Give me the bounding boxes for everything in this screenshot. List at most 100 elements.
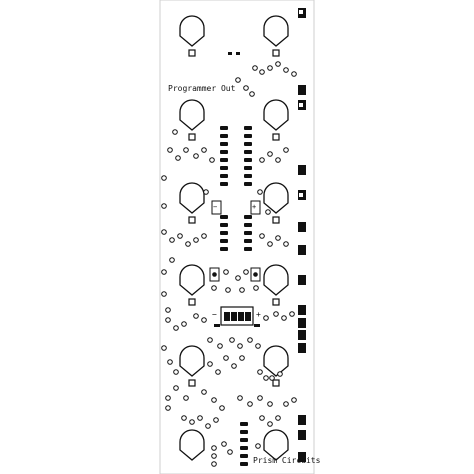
via — [211, 445, 217, 451]
jack-pad — [299, 10, 303, 14]
via — [201, 147, 207, 153]
via — [267, 65, 273, 71]
via — [167, 147, 173, 153]
via — [201, 389, 207, 395]
ic-pad — [244, 182, 252, 186]
via — [193, 237, 199, 243]
via — [169, 257, 175, 263]
via — [275, 415, 281, 421]
via — [259, 157, 265, 163]
via — [161, 291, 167, 297]
via — [209, 157, 215, 163]
ic-pad — [220, 239, 228, 243]
wiper-pad — [188, 133, 196, 141]
via — [165, 395, 171, 401]
via — [225, 287, 231, 293]
knob-footprint — [179, 182, 205, 214]
via — [193, 153, 199, 159]
led-dot — [212, 272, 217, 277]
via — [207, 361, 213, 367]
jack-pad — [299, 193, 303, 197]
via — [283, 67, 289, 73]
ic-pad — [240, 454, 248, 458]
via — [237, 395, 243, 401]
via — [247, 337, 253, 343]
via — [175, 155, 181, 161]
via — [277, 371, 283, 377]
ic-pad — [220, 158, 228, 162]
via — [217, 343, 223, 349]
via — [211, 453, 217, 459]
via — [165, 307, 171, 313]
via — [273, 311, 279, 317]
ic-pad — [220, 142, 228, 146]
knob-footprint — [179, 345, 205, 377]
via — [173, 385, 179, 391]
knob-footprints-left — [179, 15, 205, 461]
via — [165, 405, 171, 411]
led-marks — [212, 272, 258, 277]
via — [227, 449, 233, 455]
ic-pad — [244, 215, 252, 219]
via — [173, 325, 179, 331]
ic-pad — [244, 150, 252, 154]
via — [243, 85, 249, 91]
via — [275, 157, 281, 163]
knob-footprint — [263, 99, 289, 131]
knob-footprint — [179, 99, 205, 131]
jack-pad — [298, 343, 306, 353]
via — [205, 423, 211, 429]
knob-footprint — [263, 264, 289, 296]
knob-footprint — [179, 429, 205, 461]
jack-pad — [298, 415, 306, 425]
via — [275, 235, 281, 241]
via — [167, 359, 173, 365]
ic-pad — [240, 446, 248, 450]
via — [185, 241, 191, 247]
via — [197, 415, 203, 421]
panel-outline — [159, 0, 315, 474]
via — [259, 69, 265, 75]
via — [219, 405, 225, 411]
via — [265, 209, 271, 215]
via — [255, 443, 261, 449]
via — [183, 147, 189, 153]
ic-pad — [220, 174, 228, 178]
via — [252, 65, 258, 71]
ic-pad — [244, 239, 252, 243]
wiper-pad — [272, 379, 280, 387]
via — [257, 369, 263, 375]
via — [221, 441, 227, 447]
smd-pad — [236, 52, 240, 55]
via — [239, 287, 245, 293]
via — [267, 241, 273, 247]
ic-pad — [220, 126, 228, 130]
wiper-pad — [188, 216, 196, 224]
knob-footprint — [263, 15, 289, 47]
via — [229, 337, 235, 343]
via — [237, 343, 243, 349]
ic-pad — [244, 247, 252, 251]
via — [259, 415, 265, 421]
via — [207, 337, 213, 343]
ic-pad — [244, 166, 252, 170]
via-holes — [161, 61, 297, 467]
via — [161, 175, 167, 181]
via — [173, 369, 179, 375]
jack-pad — [298, 222, 306, 232]
via — [263, 375, 269, 381]
knob-footprints-right — [263, 15, 289, 461]
via — [257, 395, 263, 401]
via — [189, 419, 195, 425]
jack-pad — [298, 275, 306, 285]
led-dot — [253, 272, 258, 277]
ic-pad — [220, 182, 228, 186]
header-pin — [238, 312, 244, 321]
ic-pad — [220, 215, 228, 219]
via — [291, 397, 297, 403]
panel-label-bottom: Prism Circuits — [253, 456, 321, 465]
wiper-pad — [272, 49, 280, 57]
led-plus-mark: + — [252, 203, 257, 211]
via — [235, 275, 241, 281]
